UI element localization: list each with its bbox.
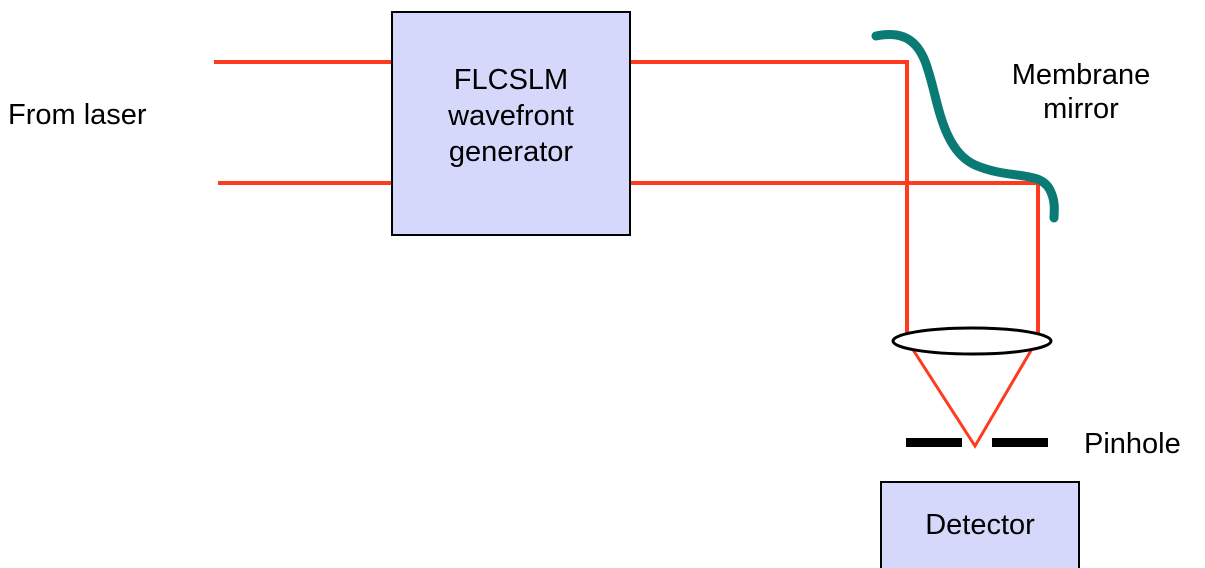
membrane-mirror-label: Membrane mirror [976, 58, 1186, 126]
pinhole-left-plate [906, 438, 962, 447]
wavefront-generator-label: FLCSLM wavefront generator [392, 62, 630, 170]
outgoing-beam-upper [630, 60, 909, 340]
mirror-label-line-1: Membrane [1011, 59, 1151, 91]
mirror-label-line-2: mirror [1043, 93, 1119, 125]
detector-box [880, 481, 1080, 568]
focused-beam [906, 341, 1038, 449]
generator-label-line-1: FLCSLM [453, 64, 569, 96]
membrane-mirror [871, 30, 1059, 223]
generator-label-line-3: generator [448, 136, 574, 168]
wavefront-generator-box [391, 11, 631, 236]
lens [891, 326, 1053, 356]
from-laser-label: From laser [8, 99, 147, 131]
generator-label-line-2: wavefront [448, 100, 574, 132]
detector-label: Detector [925, 509, 1035, 541]
pinhole-right-plate [992, 438, 1048, 447]
pinhole-label: Pinhole [1084, 428, 1181, 460]
outgoing-beam-lower [630, 181, 1040, 340]
